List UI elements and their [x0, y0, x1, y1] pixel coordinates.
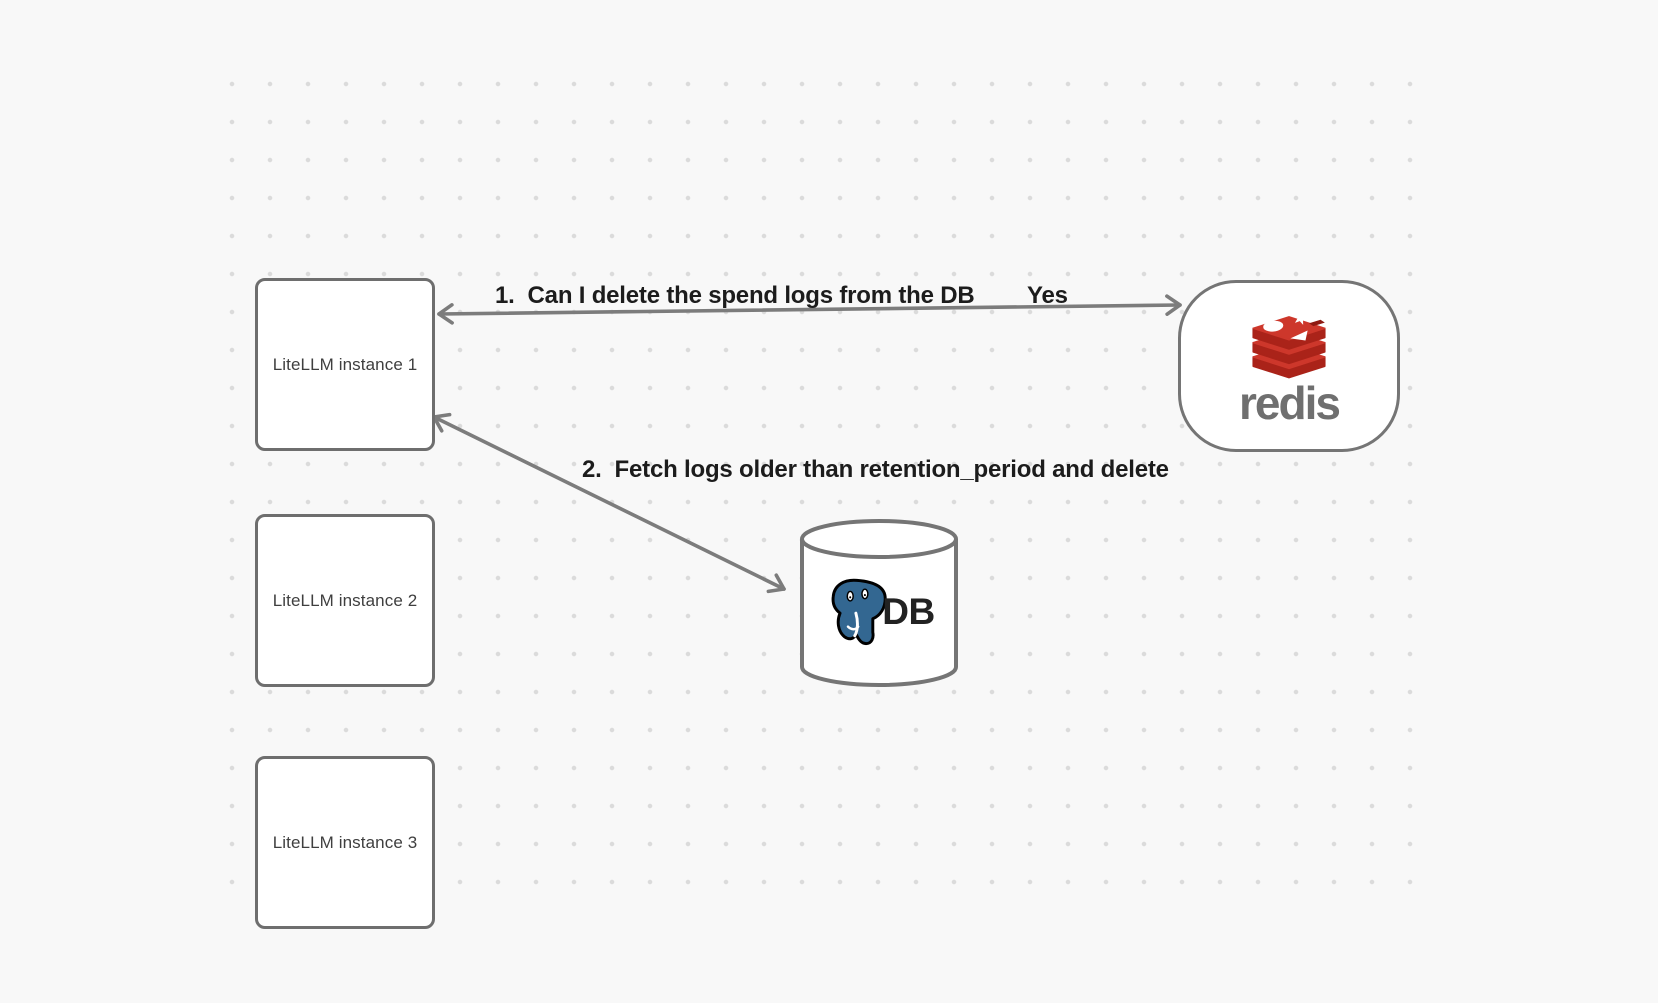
redis-star-shape — [1294, 311, 1308, 325]
arrow2-label[interactable]: 2. Fetch logs older than retention_perio… — [582, 456, 1169, 483]
database-content: DB — [799, 577, 959, 647]
node-redis[interactable]: redis — [1178, 280, 1400, 452]
node-label: LiteLLM instance 2 — [272, 590, 418, 610]
arrow-step2[interactable] — [432, 412, 786, 594]
node-litellm-instance-3[interactable]: LiteLLM instance 3 — [255, 756, 435, 929]
arrow1-label[interactable]: 1. Can I delete the spend logs from the … — [495, 282, 975, 309]
node-litellm-instance-1[interactable]: LiteLLM instance 1 — [255, 278, 435, 451]
node-label: LiteLLM instance 1 — [272, 354, 418, 374]
redis-wordmark: redis — [1239, 377, 1341, 429]
arrow-step1[interactable] — [437, 294, 1182, 325]
node-label: LiteLLM instance 3 — [272, 832, 418, 852]
arrow1-response-label[interactable]: Yes — [1027, 282, 1068, 309]
node-litellm-instance-2[interactable]: LiteLLM instance 2 — [255, 514, 435, 687]
postgresql-logo-icon — [831, 578, 887, 646]
redis-logo-icon — [1252, 311, 1326, 379]
node-database[interactable]: DB — [799, 517, 959, 689]
db-label: DB — [882, 591, 935, 632]
